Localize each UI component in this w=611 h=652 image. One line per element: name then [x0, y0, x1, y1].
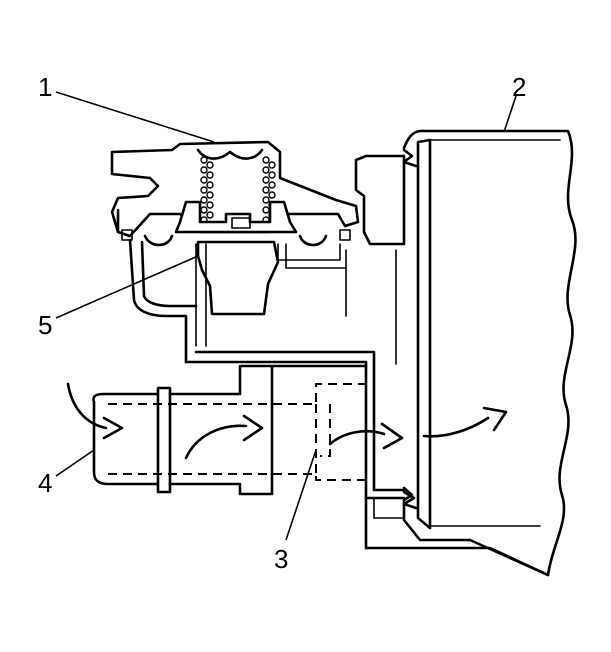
- inlet-hose: [92, 364, 368, 496]
- spring-left: [200, 156, 214, 224]
- callout-3: 3: [274, 544, 288, 574]
- callout-1: 1: [38, 72, 52, 102]
- leader-lines: [55, 91, 517, 541]
- flow-arrow-icon: [422, 406, 508, 438]
- flow-arrow-icon: [328, 422, 404, 450]
- callout-4: 4: [38, 468, 52, 498]
- flow-arrows: [66, 382, 508, 460]
- callout-5: 5: [38, 310, 52, 340]
- thermostat-housing: [110, 140, 406, 550]
- callout-2: 2: [512, 72, 526, 102]
- radiator: [364, 129, 577, 577]
- hose-clamp: [156, 386, 172, 494]
- flow-arrow-icon: [66, 382, 124, 440]
- thermostat-valve: [196, 240, 280, 316]
- flow-arrow-icon: [184, 414, 264, 460]
